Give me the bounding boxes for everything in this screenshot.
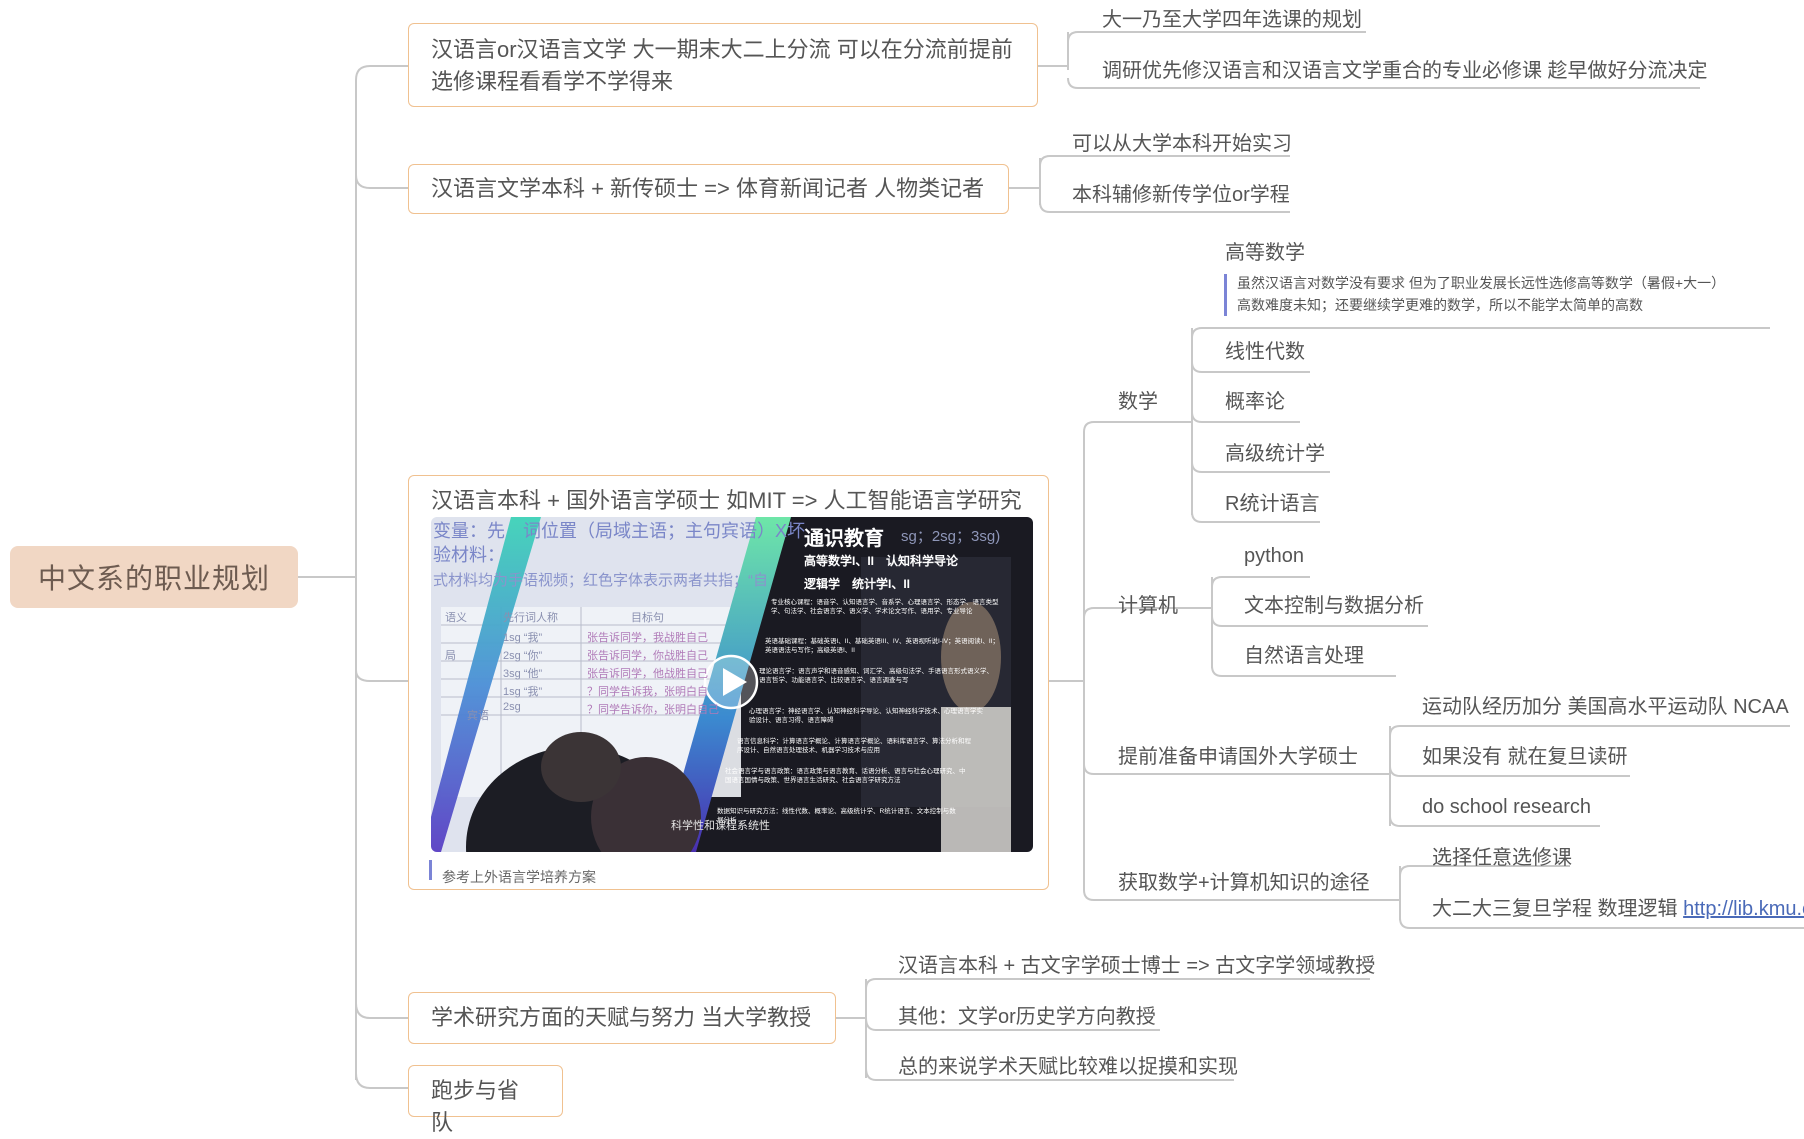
table-cell: 1sg “我” [503,686,543,698]
video-block: 语言信息科学：计算语言学概论、计算语言学概论、语料库语言学、算法分析和程序设计、… [737,738,971,754]
subtopic-probability[interactable]: 概率论 [1225,391,1285,413]
subtopic-advanced-math[interactable]: 高等数学 [1225,242,1305,264]
play-button[interactable] [705,656,757,708]
table-cell: 张告诉同学，我战胜自己 [587,632,708,644]
subtopic-school-research[interactable]: do school research [1422,796,1591,818]
board-text-2: 验材料： [433,545,505,565]
subtopic-research-courses[interactable]: 调研优先修汉语言和汉语言文学重合的专业必修课 趁早做好分流决定 [1102,60,1708,82]
topic-apply-abroad[interactable]: 提前准备申请国外大学硕士 [1118,746,1358,768]
subtopic-fudan-grad[interactable]: 如果没有 就在复旦读研 [1422,746,1628,768]
external-link[interactable]: http://lib.kmu.e [1683,898,1804,920]
subtopic-linear-algebra[interactable]: 线性代数 [1225,341,1305,363]
note-bar [1224,274,1227,316]
branch-topic-professor[interactable]: 学术研究方面的天赋与努力 当大学教授 [408,992,836,1044]
subtopic-fudan-program[interactable]: 大二大三复旦学程 数理逻辑 http://lib.kmu.e [1432,896,1804,922]
table-cell: 1sg “我” [503,632,543,644]
video-block: 数据知识与研究方法：线性代数、概率论、高级统计学、R统计语言、文本控制与数据分析 [717,808,956,824]
subtopic-paleography[interactable]: 汉语言本科 + 古文字学硕士博士 => 古文字学领域教授 [898,955,1376,977]
subtopic-advanced-statistics[interactable]: 高级统计学 [1225,443,1325,465]
table-side-label: 语义 [445,612,467,624]
topic-math[interactable]: 数学 [1118,391,1158,413]
root-topic[interactable]: 中文系的职业规划 [10,546,298,608]
branch-topic-linguistics-ai-label: 汉语言本科 + 国外语言学硕士 如MIT => 人工智能语言学研究 [431,488,1022,513]
branch-topic-split-line1: 汉语言or汉语言文学 大一期末大二上分流 可以在分流前提前 [431,37,1013,62]
video-line1: 高等数学I、II 认知科学导论 [804,554,959,568]
video-block: 英语基础课程：基础英语I、II、基础英语III、IV、英语视听说I-IV；英语阅… [765,638,1000,654]
table-header-antecedent: 先行词人称 [503,612,558,624]
video-subtitle: 科学性和课程系统性 [671,820,770,832]
subtopic-athletics[interactable]: 运动队经历加分 美国高水平运动队 NCAA [1422,696,1789,718]
note-line: 高数难度未知；还要继续学更难的数学，所以不能学太简单的高数 [1237,297,1643,313]
board-text-1: 变量：先 词位置（局域主语；主句宾语）X坏 [433,521,806,541]
video-caption: 参考上外语言学培养方案 [442,869,596,885]
video-title: 通识教育 [804,528,884,550]
subtopic-nlp[interactable]: 自然语言处理 [1244,645,1364,667]
subtopic-r-language[interactable]: R统计语言 [1225,493,1320,515]
subtopic-internship[interactable]: 可以从大学本科开始实习 [1072,133,1292,155]
table-header-target: 目标句 [631,612,664,624]
embedded-video[interactable]: 变量：先 词位置（局域主语；主句宾语）X坏 验材料： 式材料均为手语视频；红色字… [431,517,1033,852]
subtopic-python[interactable]: python [1244,545,1305,567]
table-cell: 张告诉同学，他战胜自己 [587,668,708,680]
subtopic-text-analysis[interactable]: 文本控制与数据分析 [1244,595,1424,617]
subtopic-course-plan[interactable]: 大一乃至大学四年选课的规划 [1102,9,1362,31]
table-cell: ？同学告诉你，张明白自己 [587,704,719,716]
table-cell: 3sg “他” [503,668,543,680]
branch-topic-split-line2: 选修课程看看学不学得来 [431,69,674,94]
video-frame [431,517,1033,852]
subtopic-electives[interactable]: 选择任意选修课 [1432,847,1572,869]
video-block: 专业核心课程：语音学、认知语言学、音系学、心理语言学、形态学、语言类型学、句法学… [771,599,999,615]
video-block: 社会语言学与语言政策：语言政策与语言教育、话语分析、语言与社会心理研究、中国语言… [725,768,966,784]
branch-topic-journalism[interactable]: 汉语言文学本科 + 新传硕士 => 体育新闻记者 人物类记者 [408,164,1009,214]
subtopic-minor[interactable]: 本科辅修新传学位or学程 [1072,184,1290,206]
branch-topic-professor-label: 学术研究方面的天赋与努力 当大学教授 [431,1005,812,1030]
video-block: 心理语言学：神经语言学、认知神经科学导论、认知神经科学技术、心理语言学实验设计、… [749,708,983,724]
board-text-3: 式材料均为手语视频；红色字体表示两者共指；“自 [433,572,768,589]
board-text-right: sg；2sg；3sg) [901,528,1001,545]
branch-topic-running-label: 跑步与省队 [431,1078,520,1135]
table-cell: 张告诉同学，你战胜自己 [587,650,708,662]
branch-topic-running[interactable]: 跑步与省队 [408,1065,563,1135]
subtopic-other-professor[interactable]: 其他：文学or历史学方向教授 [898,1006,1156,1028]
topic-knowledge-path[interactable]: 获取数学+计算机知识的途径 [1118,872,1370,894]
video-line2: 逻辑学 统计学I、II [804,577,911,591]
table-cell: 2sg [503,701,521,713]
caption-bar [429,860,432,880]
video-block: 理论语言学：语言声学和语音感知、词汇学、高级句法学、手语语言形式语义学、语言哲学… [759,668,993,684]
table-side-label: 局 [445,650,456,662]
subtopic-academic-talent[interactable]: 总的来说学术天赋比较难以捉摸和实现 [898,1056,1238,1078]
branch-topic-split[interactable]: 汉语言or汉语言文学 大一期末大二上分流 可以在分流前提前 选修课程看看学不学得… [408,23,1038,107]
table-side-label: 宾语 [467,710,489,722]
table-cell: ？同学告诉我，张明白自 [587,686,708,698]
root-topic-label: 中文系的职业规划 [37,563,270,594]
topic-computer[interactable]: 计算机 [1118,595,1178,617]
note-line: 虽然汉语言对数学没有要求 但为了职业发展长远性选修高等数学（暑假+大一） [1237,275,1726,291]
table-cell: 2sg “你” [503,650,543,662]
branch-topic-journalism-label: 汉语言文学本科 + 新传硕士 => 体育新闻记者 人物类记者 [431,176,985,201]
subtopic-fudan-program-text: 大二大三复旦学程 数理逻辑 [1432,898,1684,920]
